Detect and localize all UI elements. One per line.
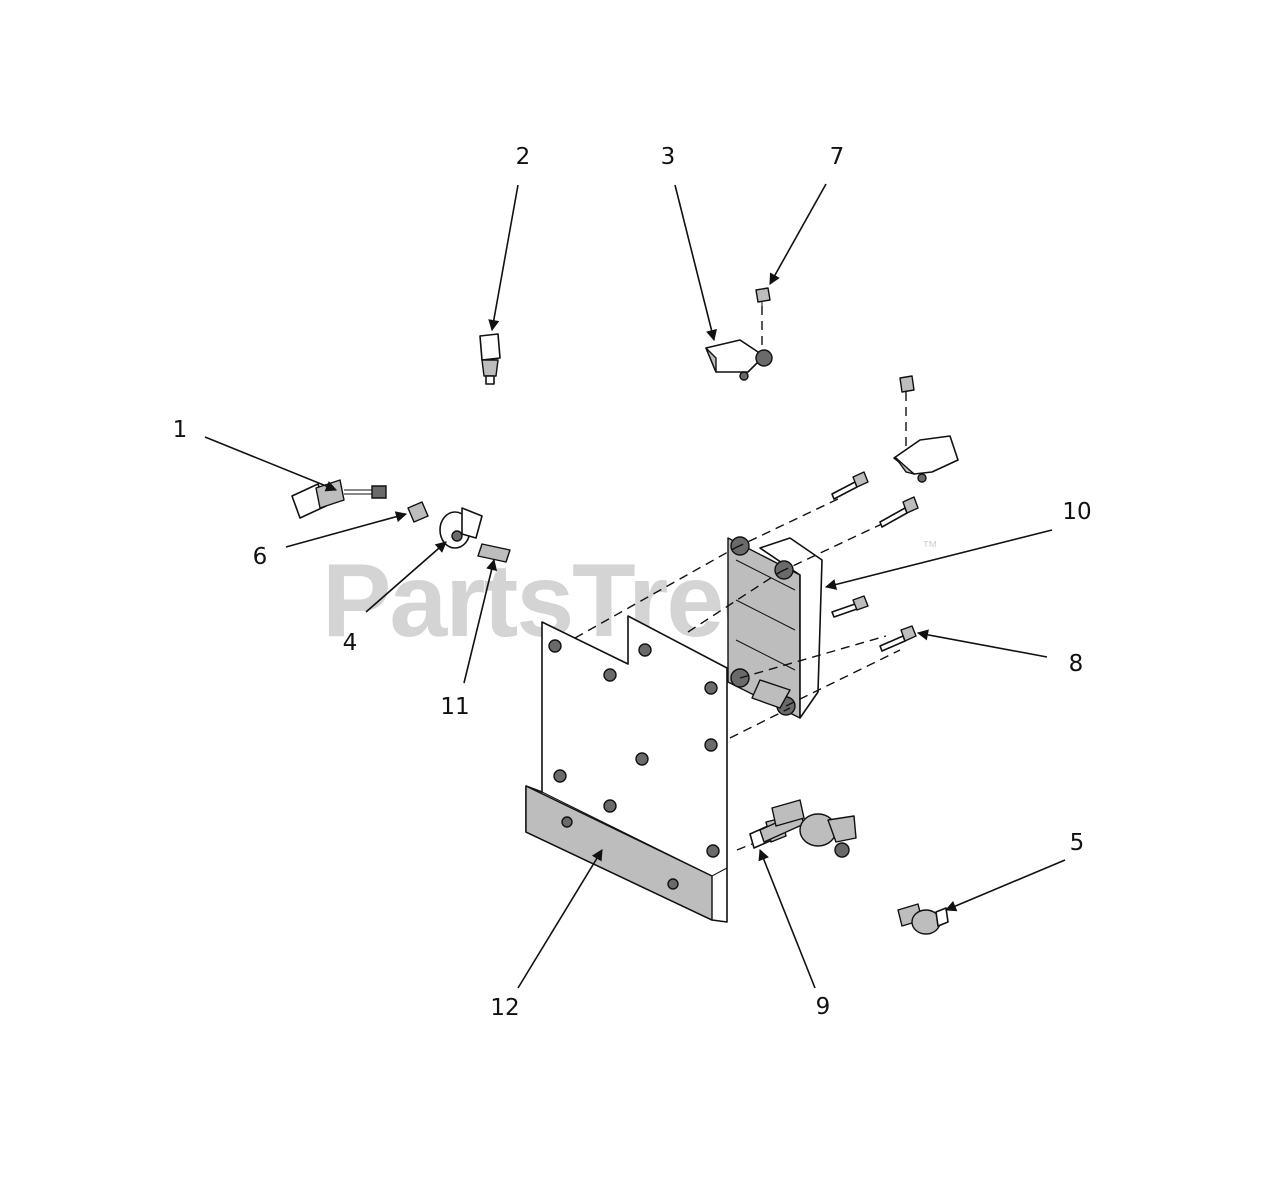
callout-1[interactable]: 1 (173, 417, 188, 443)
callout-8[interactable]: 8 (1069, 651, 1084, 677)
bracket-nut-holes (548, 639, 720, 890)
callout-6[interactable]: 6 (253, 544, 268, 570)
stud-part-11[interactable] (477, 543, 511, 563)
callout-7[interactable]: 7 (830, 144, 845, 170)
knock-sensor-part-5[interactable] (897, 903, 949, 935)
callout-5[interactable]: 5 (1070, 830, 1085, 856)
callout-4[interactable]: 4 (343, 630, 358, 656)
callout-10[interactable]: 10 (1062, 499, 1091, 525)
lower-spacer-assembly (771, 799, 857, 858)
sensor-part-1[interactable] (291, 479, 387, 519)
callout-12[interactable]: 12 (490, 995, 519, 1021)
assembly-dashed-lines (574, 306, 907, 851)
cam-sensor-assembly (893, 375, 959, 483)
callout-labels: 1 2 3 4 5 6 7 8 9 10 11 12 (173, 144, 1092, 1021)
screw-part-7[interactable] (755, 287, 771, 312)
mounting-bracket-part-12[interactable] (525, 615, 728, 923)
ecu-module-part-10[interactable] (727, 536, 823, 719)
watermark-trademark: ™ (922, 539, 938, 556)
callout-2[interactable]: 2 (516, 144, 531, 170)
callout-3[interactable]: 3 (661, 144, 676, 170)
leader-lines (204, 183, 1066, 989)
callout-11[interactable]: 11 (440, 694, 469, 720)
nut-part-6[interactable] (407, 501, 429, 523)
bolts-part-8[interactable] (831, 471, 919, 652)
map-sensor-part-3[interactable] (705, 339, 773, 381)
temp-sensor-part-2[interactable] (479, 333, 501, 385)
mount-part-4[interactable] (439, 507, 483, 549)
callout-9[interactable]: 9 (816, 994, 831, 1020)
